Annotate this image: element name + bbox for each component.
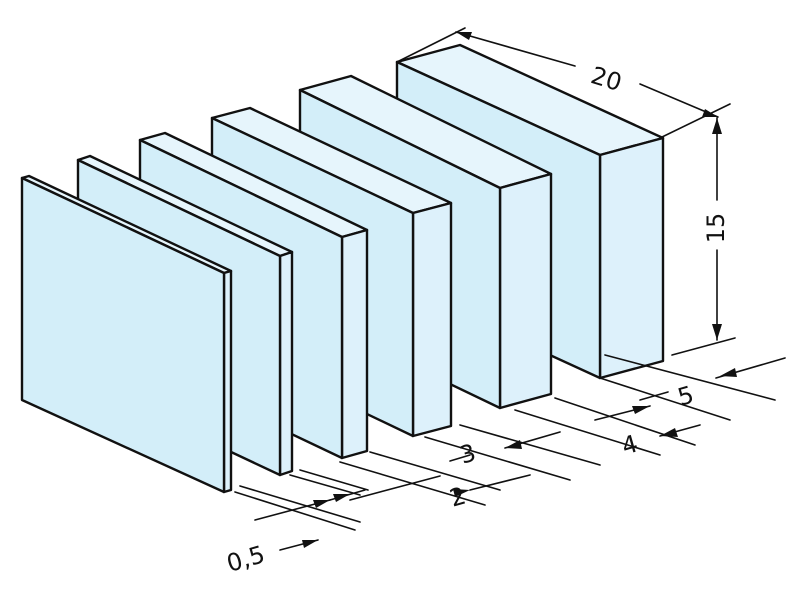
plate-5-side-face (598, 136, 665, 380)
dim-label-width: 20 (588, 61, 625, 97)
plate-4-side-face (498, 172, 553, 410)
dim-label-0-5: 0,5 (224, 540, 268, 577)
dimension-thickness-1 (289, 469, 369, 502)
dim-label-3: 3 (457, 438, 479, 469)
dim-label-4: 4 (619, 429, 641, 460)
dimension-height: 15 (671, 117, 736, 356)
dimension-thickness-3: 3 (424, 424, 601, 481)
dimension-thickness-5: 5 (599, 354, 786, 421)
plate-0-5 (20, 174, 233, 494)
dimension-lines: 20 15 5 4 (224, 27, 786, 578)
dimension-thickness-2: 2 (339, 451, 531, 513)
plate-2-side-face (340, 228, 369, 460)
plate-1-side-face (278, 250, 294, 477)
dim-label-2: 2 (447, 481, 469, 512)
plate-0-5-front-face (20, 176, 226, 494)
plates-layer (20, 43, 665, 494)
plate-3-side-face (411, 201, 453, 438)
dim-label-height: 15 (702, 213, 730, 244)
dim-label-5: 5 (675, 380, 697, 411)
dimension-thickness-4: 4 (514, 397, 701, 461)
